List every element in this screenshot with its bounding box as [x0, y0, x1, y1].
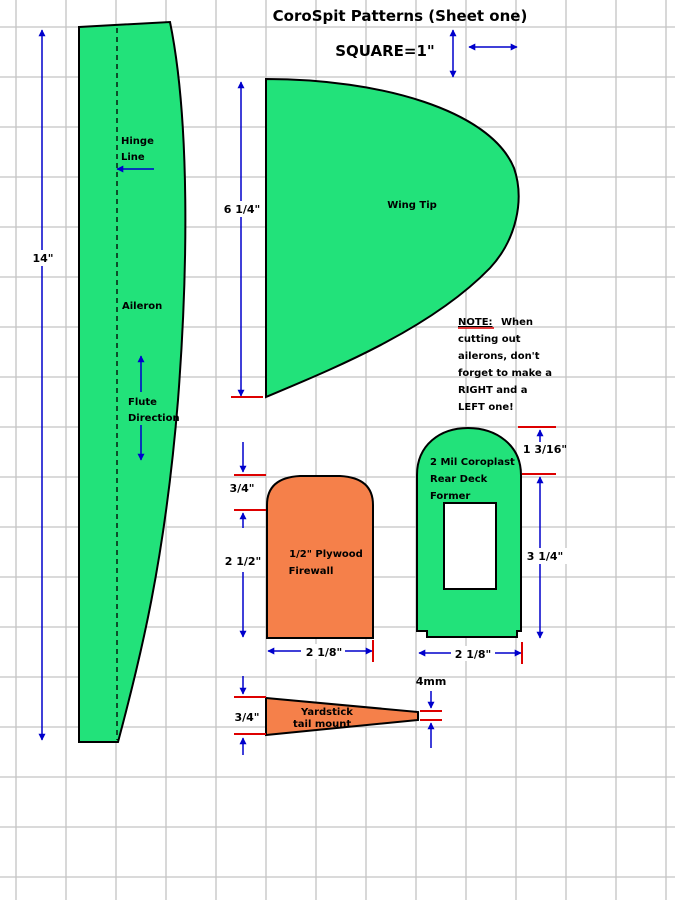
firewall-label-line2: Firewall: [289, 566, 334, 577]
rear-deck-label-line1: 2 Mil Coroplast: [430, 457, 515, 468]
wing-tip-height-label: 6 1/4": [224, 203, 261, 216]
rear-deck-label-line2: Rear Deck: [430, 474, 488, 485]
aileron-length-label: 14": [32, 252, 53, 265]
note-block: NOTE: When cutting out ailerons, don't f…: [458, 317, 552, 413]
aileron-piece: [78, 20, 187, 743]
note-line-6: LEFT one!: [458, 402, 514, 413]
flute-label-line1: Flute: [128, 397, 157, 408]
hinge-label-line1: Hinge: [121, 136, 154, 147]
rear-deck-height-bg: [522, 548, 568, 564]
scale-label: SQUARE=1": [335, 42, 435, 60]
flute-label-line2: Direction: [128, 413, 180, 424]
rear-deck-top-height-label: 1 3/16": [523, 443, 567, 456]
rear-deck-height-label: 3 1/4": [527, 550, 564, 563]
tail-mount-tip-label: 4mm: [416, 675, 447, 688]
wing-tip-piece: [265, 77, 520, 399]
rear-deck-label-line3: Former: [430, 491, 470, 502]
wing-tip-label: Wing Tip: [387, 200, 437, 211]
tail-mount-label-line2: tail mount: [293, 719, 351, 730]
tail-mount-piece: [265, 696, 419, 737]
rear-deck-cutout: [443, 502, 497, 590]
wing-tip-height-bg: [222, 201, 262, 217]
page-title: CoroSpit Patterns (Sheet one): [273, 7, 528, 25]
firewall-width-label: 2 1/8": [306, 646, 343, 659]
firewall-width-bg: [301, 644, 345, 659]
firewall-top-height-label: 3/4": [229, 482, 254, 495]
aileron-label: Aileron: [122, 301, 162, 312]
aileron-length-bg: [30, 250, 56, 266]
tail-mount-label-line1: Yardstick: [300, 707, 353, 718]
note-line-3: ailerons, don't: [458, 351, 540, 362]
rear-deck-width-label: 2 1/8": [455, 648, 492, 661]
firewall-label-line1: 1/2" Plywood: [289, 549, 363, 560]
tail-mount-height-label: 3/4": [234, 711, 259, 724]
note-line-5: RIGHT and a: [458, 385, 528, 396]
note-line-4: forget to make a: [458, 368, 552, 379]
note-line-2: cutting out: [458, 334, 521, 345]
firewall-piece: [266, 475, 374, 639]
note-heading: NOTE:: [458, 317, 493, 328]
rear-deck-width-bg: [451, 646, 495, 661]
hinge-label-line2: Line: [121, 152, 145, 163]
firewall-height-label: 2 1/2": [225, 555, 262, 568]
note-line-1: When: [501, 317, 533, 328]
